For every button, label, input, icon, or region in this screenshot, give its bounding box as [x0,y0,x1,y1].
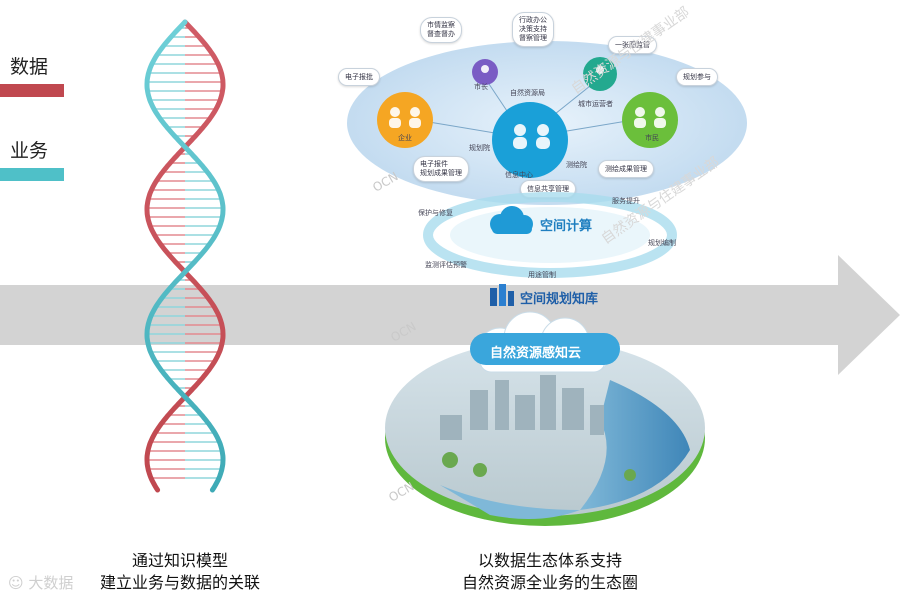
node-upper-right-label: 城市运营者 [578,99,613,109]
ring-label-use-control: 用途管制 [528,270,556,280]
left-caption-line1: 通过知识模型 [80,550,280,572]
node-center-label: 自然资源局 [510,88,545,98]
database-icon [488,282,516,308]
dna-strand-business [147,22,223,490]
footer-logo-icon: ☺ [8,574,28,592]
bubble-e-approval: 电子报批 [338,68,380,86]
spatial-computing-label: 空间计算 [540,215,592,234]
bubble-survey-results: 测绘成果管理 [598,160,654,178]
footer-watermark: ☺ 大数据 [8,572,73,593]
right-caption: 以数据生态体系支持 自然资源全业务的生态圈 [420,550,680,594]
left-caption-line2: 建立业务与数据的关联 [80,572,280,594]
right-caption-line1: 以数据生态体系支持 [420,550,680,572]
footer-watermark-text: 大数据 [28,574,73,592]
node-left-label: 企业 [398,133,412,143]
knowledge-base-label: 空间规划知库 [520,288,598,307]
dna-strand-data [147,22,223,490]
right-caption-line2: 自然资源全业务的生态圈 [420,572,680,594]
node-planning-label: 规划院 [469,143,490,153]
dna-helix [130,10,240,510]
dna-rungs [147,28,223,478]
left-caption: 通过知识模型 建立业务与数据的关联 [80,550,280,594]
ring-label-plan-compile: 规划编制 [648,238,676,248]
ring-label-protect: 保护与修复 [418,208,453,218]
bubble-plan-participation: 规划参与 [676,68,718,86]
node-upper-left-label: 市长 [474,82,488,92]
ring-label-monitor: 监测评估预警 [425,260,467,270]
bubble-admin-office: 行政办公 决策支持 督察管理 [512,12,554,47]
node-info-center-label: 信息中心 [505,170,533,180]
node-surveying-label: 测绘院 [566,160,587,170]
bubble-city-supervision: 市情监察 督查督办 [420,17,462,43]
legend-business-label: 业务 [10,136,48,163]
sensing-cloud-label: 自然资源感知云 [490,342,581,361]
bubble-electronic-filing: 电子报件 规划成果管理 [413,156,469,182]
node-right-label: 市民 [645,133,659,143]
legend-business-bar [0,168,64,181]
legend-data-label: 数据 [10,52,48,79]
legend-data-bar [0,84,64,97]
